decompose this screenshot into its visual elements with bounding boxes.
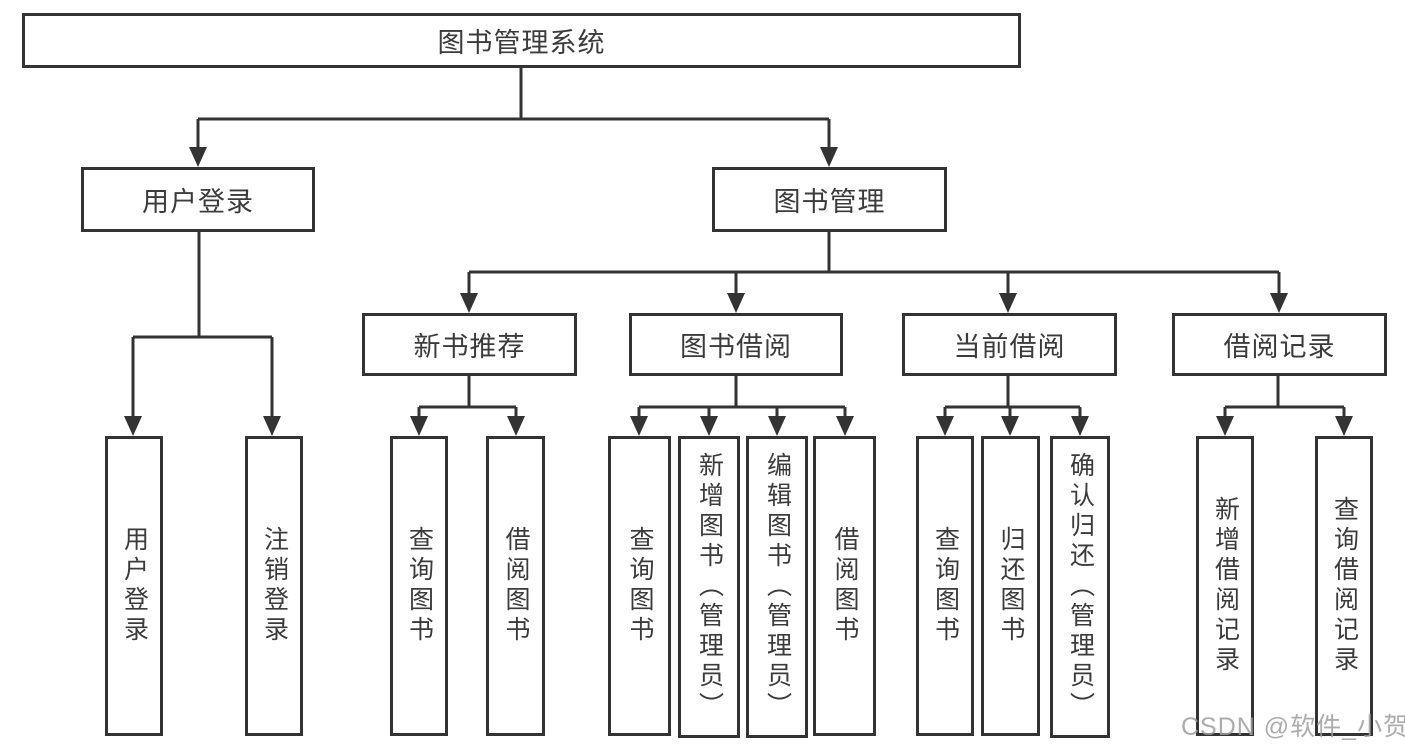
arrow-down-icon <box>263 416 281 436</box>
arrow-down-icon <box>1335 416 1353 436</box>
arrow-down-icon <box>410 416 428 436</box>
leaf-query-borrow-record: 查询借阅记录 <box>1315 436 1373 736</box>
leaf-user-login: 用户登录 <box>105 436 163 736</box>
leaf-borrow-books-recommend: 借阅图书 <box>486 436 545 736</box>
arrow-down-icon <box>630 416 648 436</box>
arrow-down-icon <box>700 416 718 436</box>
connector-current-borrow-to-leaves <box>936 376 1089 436</box>
leaf-add-borrow-record: 新增借阅记录 <box>1196 436 1254 736</box>
leaf-borrow-books-borrow: 借阅图书 <box>813 436 876 736</box>
leaf-query-books-current: 查询图书 <box>916 436 974 736</box>
connector-book-management-to-groups <box>460 230 1288 313</box>
arrow-down-icon <box>1216 416 1234 436</box>
leaf-return-books: 归还图书 <box>981 436 1040 736</box>
arrow-down-icon <box>768 416 786 436</box>
connector-book-borrow-to-leaves <box>630 376 854 436</box>
node-library-management-system: 图书管理系统 <box>22 13 1021 68</box>
arrow-down-icon <box>124 416 142 436</box>
leaf-query-books-borrow: 查询图书 <box>608 436 671 736</box>
connector-root-to-branches <box>189 68 838 167</box>
connector-new-book-to-leaves <box>410 376 525 436</box>
node-user-login-branch: 用户登录 <box>81 167 315 232</box>
leaf-edit-book-admin: 编辑图书（管理员） <box>746 436 808 738</box>
arrow-down-icon <box>999 293 1017 313</box>
arrow-down-icon <box>936 416 954 436</box>
node-book-management: 图书管理 <box>712 167 947 232</box>
node-current-borrowing: 当前借阅 <box>902 313 1117 376</box>
arrow-down-icon <box>1270 293 1288 313</box>
node-new-book-recommendation: 新书推荐 <box>362 313 577 376</box>
connector-borrow-records-to-leaves <box>1216 376 1353 436</box>
arrow-down-icon <box>836 416 854 436</box>
arrow-down-icon <box>507 416 525 436</box>
arrow-down-icon <box>460 293 478 313</box>
node-borrowing-records: 借阅记录 <box>1172 313 1387 376</box>
arrow-down-icon <box>727 293 745 313</box>
arrow-down-icon <box>189 147 207 167</box>
connector-user-login-to-leaves <box>124 230 281 436</box>
csdn-watermark: CSDN @软件_小贺同学 <box>1181 713 1405 741</box>
leaf-confirm-return-admin: 确认归还（管理员） <box>1050 436 1110 738</box>
leaf-logout: 注销登录 <box>245 436 303 736</box>
arrow-down-icon <box>1001 416 1019 436</box>
arrow-down-icon <box>820 147 838 167</box>
arrow-down-icon <box>1071 416 1089 436</box>
node-book-borrowing: 图书借阅 <box>629 313 843 376</box>
leaf-add-book-admin: 新增图书（管理员） <box>678 436 740 738</box>
leaf-query-books-recommend: 查询图书 <box>390 436 448 736</box>
